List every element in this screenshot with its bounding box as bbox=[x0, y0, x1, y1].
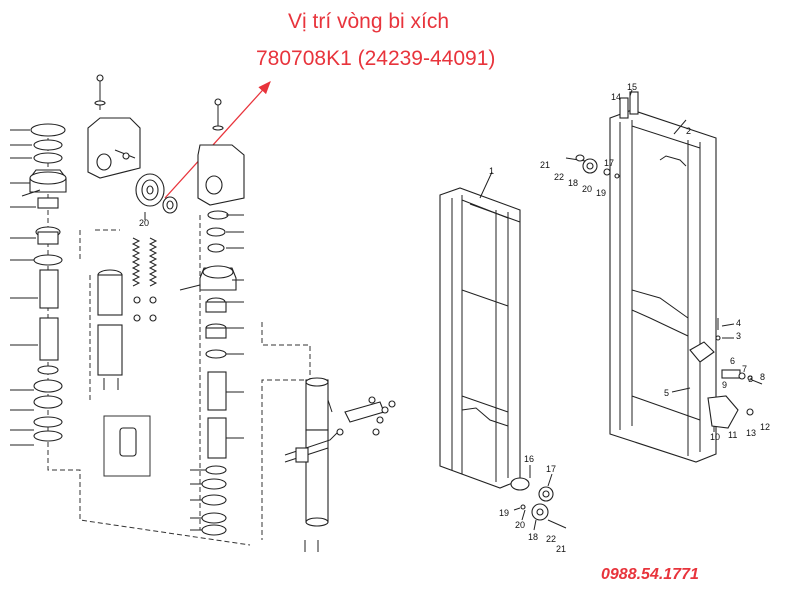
chain-bearing bbox=[162, 196, 178, 214]
svg-text:22: 22 bbox=[554, 172, 564, 182]
svg-text:12: 12 bbox=[760, 422, 770, 432]
svg-text:22: 22 bbox=[546, 534, 556, 544]
svg-text:20: 20 bbox=[582, 184, 592, 194]
svg-text:21: 21 bbox=[540, 160, 550, 170]
svg-text:9: 9 bbox=[722, 380, 727, 390]
svg-text:18: 18 bbox=[528, 532, 538, 542]
svg-text:3: 3 bbox=[748, 374, 753, 384]
second-column bbox=[179, 98, 245, 536]
chain-sheave bbox=[135, 173, 165, 207]
outer-mast: 2 14 15 21 22 18 20 19 17 4 3 bbox=[540, 82, 770, 463]
left-seal-stack bbox=[10, 123, 251, 546]
svg-text:15: 15 bbox=[627, 82, 637, 92]
svg-text:5: 5 bbox=[664, 388, 669, 398]
middle-cylinder bbox=[79, 229, 123, 400]
svg-text:6: 6 bbox=[730, 356, 735, 366]
svg-text:20: 20 bbox=[515, 520, 525, 530]
svg-text:20: 20 bbox=[139, 218, 149, 228]
svg-text:17: 17 bbox=[604, 158, 614, 168]
svg-text:16: 16 bbox=[524, 454, 534, 464]
svg-text:18: 18 bbox=[568, 178, 578, 188]
svg-text:17: 17 bbox=[546, 464, 556, 474]
contact-phone: 0988.54.1771 bbox=[601, 566, 699, 583]
detail-inset bbox=[103, 415, 151, 477]
top-bracket-left bbox=[87, 74, 141, 179]
svg-text:19: 19 bbox=[499, 508, 509, 518]
springs bbox=[131, 237, 158, 322]
svg-text:7: 7 bbox=[742, 364, 747, 374]
center-cylinder bbox=[261, 322, 396, 552]
svg-text:10: 10 bbox=[710, 432, 720, 442]
inner-mast: 1 16 17 19 20 18 22 21 bbox=[439, 166, 567, 554]
svg-text:2: 2 bbox=[686, 126, 691, 136]
annotation-arrow bbox=[164, 81, 271, 199]
svg-text:8: 8 bbox=[760, 372, 765, 382]
svg-text:19: 19 bbox=[596, 188, 606, 198]
svg-text:3: 3 bbox=[736, 331, 741, 341]
annotation-title: Vị trí vòng bi xích bbox=[288, 10, 450, 33]
svg-text:13: 13 bbox=[746, 428, 756, 438]
svg-text:21: 21 bbox=[556, 544, 566, 554]
annotation-part-number: 780708K1 (24239-44091) bbox=[256, 47, 496, 70]
svg-text:1: 1 bbox=[489, 166, 494, 176]
svg-text:11: 11 bbox=[728, 430, 737, 440]
svg-text:4: 4 bbox=[736, 318, 741, 328]
svg-text:14: 14 bbox=[611, 92, 621, 102]
